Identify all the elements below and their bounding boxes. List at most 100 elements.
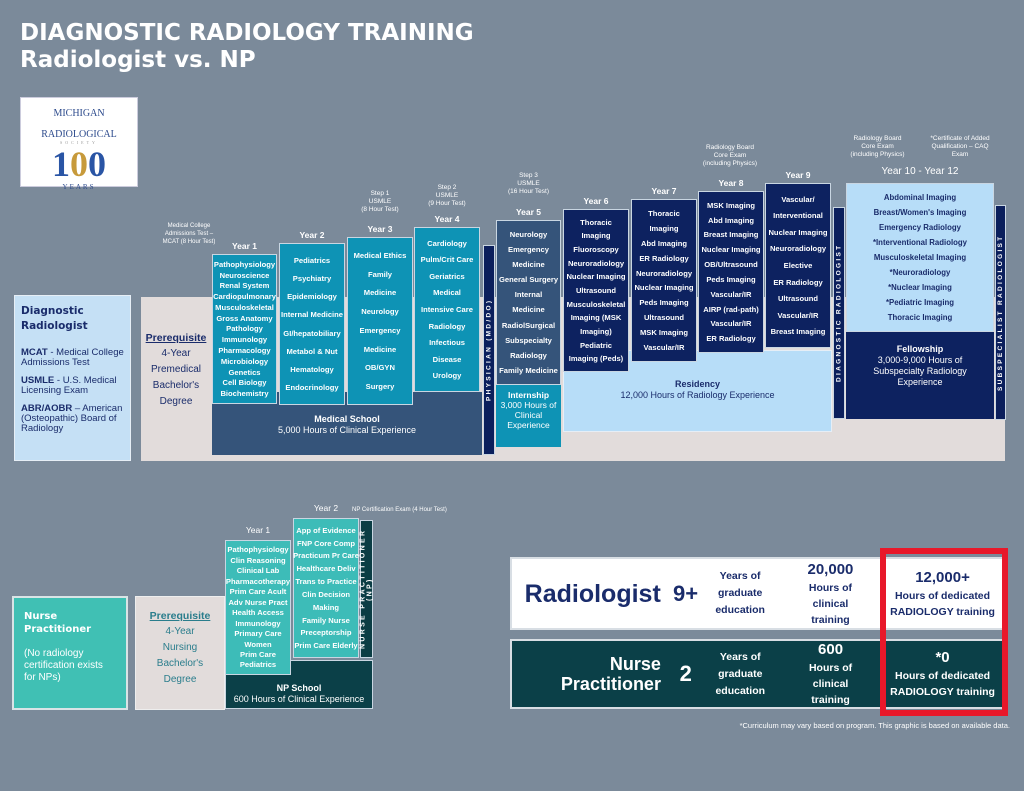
course-item: Immunology <box>235 618 281 628</box>
footnote: *Curriculum may vary based on program. T… <box>739 721 1010 730</box>
course-item: Interventional <box>773 211 823 221</box>
course-item: Medical Ethics <box>353 250 407 260</box>
course-item: Pharmacology <box>218 346 271 356</box>
caq-note: *Certificate of Added Qualification – CA… <box>930 135 990 158</box>
year-label: Year 3 <box>367 224 393 234</box>
course-item: Imaging <box>581 231 611 241</box>
years-label: Years of graduate education <box>715 650 766 697</box>
course-item: Renal System <box>219 281 270 291</box>
hours-label: Hours of clinical training <box>808 662 853 706</box>
prereq-line: Degree <box>159 396 193 407</box>
np-box: Nurse Practitioner (No radiology certifi… <box>12 596 128 710</box>
course-item: Vascular/IR <box>710 289 752 299</box>
course-item: MSK Imaging <box>706 200 756 210</box>
course-item: Peds Imaging <box>706 274 756 284</box>
prereq-line: 4-Year <box>165 626 195 637</box>
year-label: Year 2 <box>299 230 325 240</box>
prereq-line: Degree <box>163 674 197 685</box>
course-item: Hematology <box>290 364 334 374</box>
course-item: Nuclear Imaging <box>768 227 828 237</box>
course-item: Breast Imaging <box>703 230 759 240</box>
course-item: Nuclear Imaging <box>701 245 761 255</box>
course-item: Ultrasound <box>575 285 617 295</box>
year-label: Year 6 <box>583 196 609 206</box>
fellowship-band: Fellowship 3,000-9,000 Hours of Subspeci… <box>846 332 994 419</box>
course-item: Musculoskeletal <box>215 302 274 312</box>
course-item: Radiology <box>428 321 466 331</box>
course-item: Cardiology <box>427 238 467 248</box>
np-year-label: Year 2 <box>313 503 339 513</box>
course-item: Pathophysiology <box>213 259 276 269</box>
course-item: Prim Care Elderly <box>294 641 358 651</box>
mcat-note: Medical College Admissions Test – MCAT (… <box>162 223 216 245</box>
course-item: Urology <box>432 371 462 381</box>
course-item: Vascular/IR <box>777 310 819 320</box>
course-item: Cell Biology <box>222 378 267 388</box>
course-item: Psychiatry <box>292 274 332 284</box>
course-item: Internal <box>514 290 543 300</box>
course-item: *Interventional Radiology <box>872 238 967 247</box>
board-note-2: Radiology Board Core Exam (including Phy… <box>850 135 905 158</box>
year-label: Year 1 <box>231 241 258 251</box>
course-item: Musculoskeletal <box>566 299 626 309</box>
course-item: Neurology <box>509 230 548 240</box>
prereq-line: Bachelor's <box>152 380 200 391</box>
np-prereq-bg <box>135 596 225 710</box>
diagnostic-radiologist-vertical-label: DIAGNOSTIC RADIOLOGIST <box>833 207 845 419</box>
course-item: Peds Imaging <box>639 298 689 308</box>
step2-note: Step 2 USMLE (9 Hour Test) <box>428 184 466 207</box>
course-item: Clin Decision <box>301 589 351 599</box>
course-item: *Neuroradiology <box>889 268 951 277</box>
logo-number: 100 <box>52 144 106 184</box>
course-item: Adv Nurse Pract <box>228 597 288 607</box>
internship-band: Internship 3,000 Hours of Clinical Exper… <box>496 385 561 447</box>
years-label: Years of graduate education <box>715 570 765 616</box>
course-item: Cardiopulmonary <box>213 292 276 302</box>
course-item: Pediatrics <box>239 660 277 670</box>
course-item: App of Evidence <box>296 525 356 535</box>
course-item: Healthcare Deliv <box>296 564 356 574</box>
prereq-line: 4-Year <box>161 348 191 359</box>
course-item: ER Radiology <box>706 334 756 344</box>
year-label: Year 9 <box>785 170 811 180</box>
course-item: Fluoroscopy <box>573 244 619 254</box>
physician-vertical-label: PHYSICIAN (MD/DO) <box>483 245 495 455</box>
radiology-hours-label: Hours of dedicated RADIOLOGY training <box>890 589 995 618</box>
board-note: Radiology Board Core Exam (including Phy… <box>702 144 758 167</box>
course-item: GI/hepatobiliary <box>283 328 341 338</box>
course-item: Intensive Care <box>421 304 473 314</box>
legend-item: USMLE - U.S. Medical Licensing Exam <box>21 376 124 396</box>
legend-text: - Medical College Admissions Test <box>21 347 124 368</box>
course-item: Thoracic Imaging <box>887 313 953 322</box>
course-item: Breast Imaging <box>770 327 826 337</box>
course-item: Infectious <box>429 338 465 348</box>
course-item: Disease <box>432 354 462 364</box>
np-vertical-label: NURSE PRACTITIONER (NP) <box>360 520 374 658</box>
course-item: Emergency <box>359 325 401 335</box>
course-item: Nuclear Imaging <box>634 283 694 293</box>
course-item: Gross Anatomy <box>216 313 273 323</box>
course-item: Vascular/IR <box>710 319 752 329</box>
course-item: Radiology <box>510 350 547 360</box>
course-item: Pediatrics <box>293 256 331 266</box>
radiology-training-highlight <box>880 548 1008 716</box>
year-label: Year 8 <box>718 178 744 188</box>
course-item: Microbiology <box>220 356 269 366</box>
course-item: Emergency Radiology <box>879 223 961 232</box>
course-item: Thoracic <box>648 208 680 218</box>
np-cert-note: NP Certification Exam (4 Hour Test) <box>352 507 447 513</box>
course-item: MSK Imaging <box>639 328 689 338</box>
course-item: ER Radiology <box>639 253 689 263</box>
